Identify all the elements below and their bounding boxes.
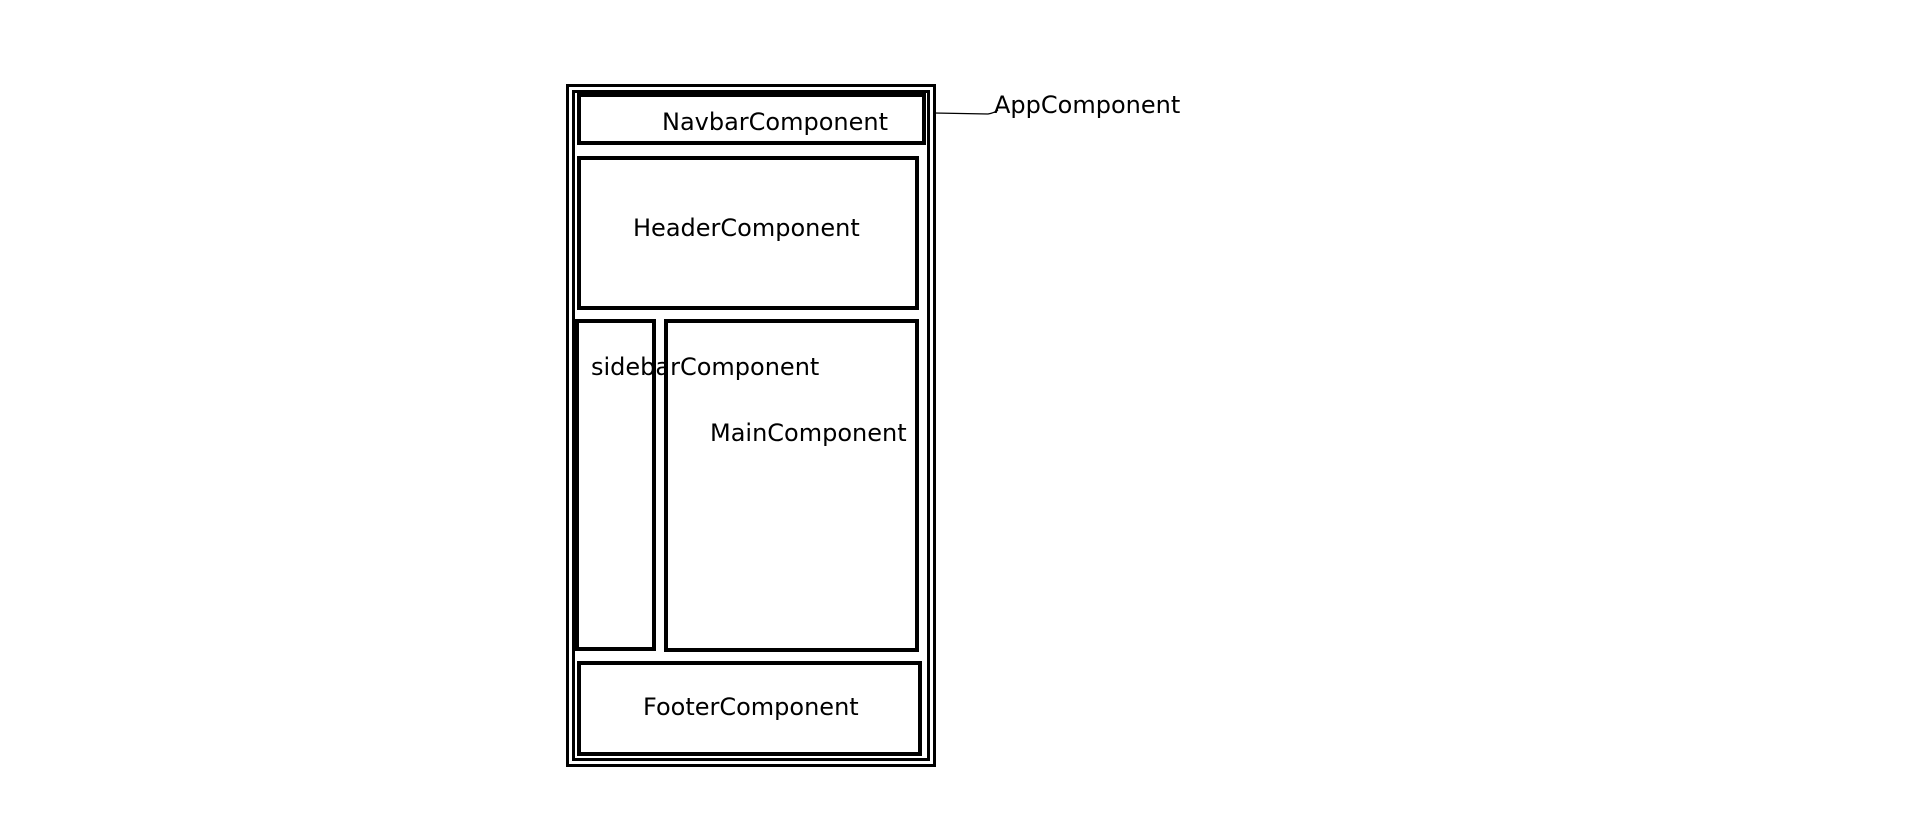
main-component-box xyxy=(664,319,919,652)
footer-component-box xyxy=(577,661,922,756)
sidebar-component-box xyxy=(575,319,656,651)
app-component-box xyxy=(566,84,936,767)
navbar-component-box xyxy=(577,93,926,145)
app-component-label: AppComponent xyxy=(994,91,1181,119)
header-component-label: HeaderComponent xyxy=(633,214,860,242)
footer-component-label: FooterComponent xyxy=(643,693,859,721)
header-component-box xyxy=(577,156,919,310)
navbar-component-label: NavbarComponent xyxy=(662,108,889,136)
sidebar-component-label: sidebarComponent xyxy=(591,353,820,381)
app-component-inner-border xyxy=(572,90,930,761)
main-component-label: MainComponent xyxy=(710,419,907,447)
